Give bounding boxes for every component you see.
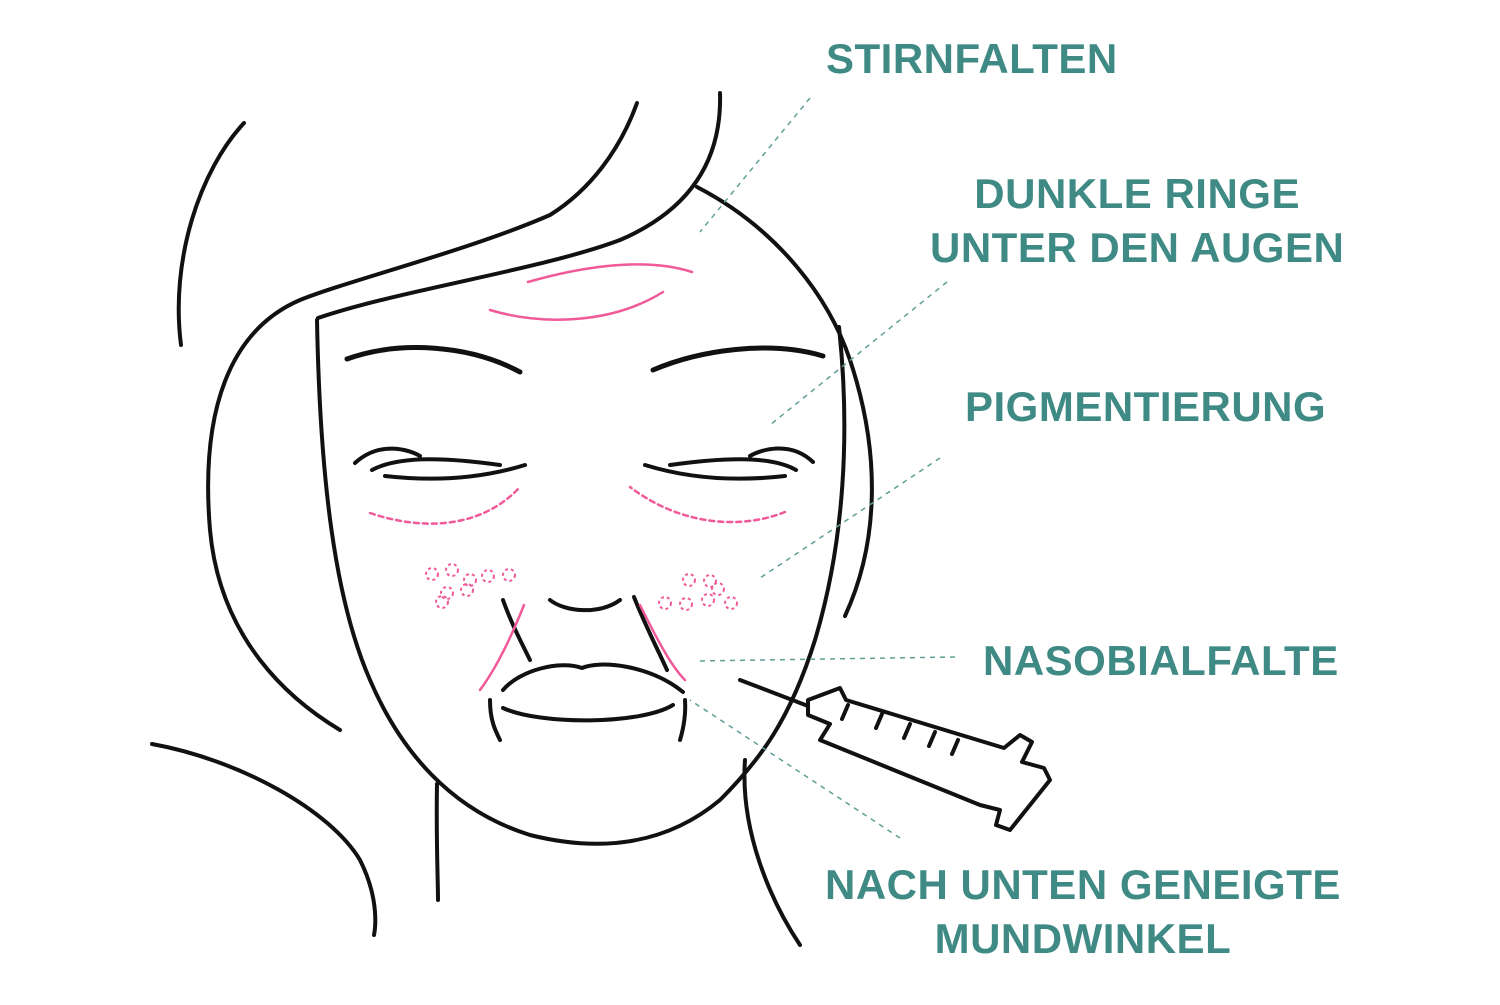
pigment-dot: [502, 568, 516, 582]
pigment-dot: [481, 569, 495, 583]
pigment-dot: [440, 586, 454, 600]
pigment-dot: [701, 593, 715, 607]
chin-wrinkle-right: [678, 698, 688, 742]
pigment-dot: [679, 597, 693, 611]
label-stirnfalten-line-1: STIRNFALTEN: [826, 35, 1118, 82]
syringe-mark: [927, 730, 937, 748]
leader-line: [696, 656, 956, 662]
pigment-dot: [463, 573, 477, 587]
right-cheek-line: [315, 318, 847, 846]
pigment-dot: [711, 582, 725, 596]
leader-line: [769, 281, 948, 426]
chin-wrinkle-left: [488, 698, 502, 742]
label-nasobialfalte: NASOBIALFALTE: [983, 634, 1339, 688]
pigment-dot: [460, 583, 474, 597]
forehead-wrinkle-bottom: [488, 290, 665, 321]
syringe-barrel: [806, 686, 1052, 832]
pigment-dot: [435, 595, 449, 609]
syringe-mark: [902, 722, 912, 740]
eyebrow-left: [344, 345, 523, 375]
pigment-dot: [425, 567, 439, 581]
pigment-dot: [682, 573, 696, 587]
label-dunkle-ringe-line-1: DUNKLE RINGE: [974, 170, 1300, 217]
label-dunkle-ringe-line-2: UNTER DEN AUGEN: [930, 224, 1345, 271]
eye-left-lid: [370, 457, 502, 472]
syringe-needle: [738, 678, 810, 708]
hair-top-line: [206, 101, 639, 732]
label-mundwinkel-line-2: MUNDWINKEL: [934, 915, 1232, 962]
eye-right-lower: [643, 463, 787, 481]
neck-left: [434, 782, 440, 902]
eye-left-lower: [383, 463, 527, 481]
leader-line: [689, 699, 901, 839]
pigment-dot: [703, 574, 717, 588]
eyebrow-right: [650, 345, 826, 373]
mouth-corner-right: [632, 595, 669, 672]
dark-circle-left: [368, 485, 522, 525]
hair-right-sweep: [316, 91, 723, 320]
eye-right-upper: [748, 446, 815, 464]
eye-right-lid: [668, 457, 798, 472]
label-stirnfalten: STIRNFALTEN: [826, 32, 1118, 86]
label-dunkle-ringe: DUNKLE RINGE UNTER DEN AUGEN: [930, 167, 1344, 275]
leader-line: [699, 97, 811, 233]
pigment-dot: [724, 596, 738, 610]
dark-circle-right: [628, 485, 787, 524]
pigment-dot: [445, 563, 459, 577]
label-mundwinkel: NACH UNTEN GENEIGTE MUNDWINKEL: [825, 858, 1341, 966]
neck-right: [742, 758, 802, 947]
lower-lip: [501, 703, 675, 723]
label-nasobialfalte-line-1: NASOBIALFALTE: [983, 637, 1339, 684]
syringe-mark: [874, 712, 884, 730]
label-pigmentierung-line-1: PIGMENTIERUNG: [965, 383, 1327, 430]
leader-line: [759, 457, 941, 579]
mouth-corner-left: [501, 598, 532, 662]
label-mundwinkel-line-1: NACH UNTEN GENEIGTE: [825, 861, 1341, 908]
pigment-dot: [658, 596, 672, 610]
syringe-mark: [840, 703, 850, 721]
syringe-icon: [738, 678, 1052, 832]
hair-lower-left: [150, 742, 378, 937]
upper-lip: [501, 662, 685, 694]
nasolabial-line-left: [478, 603, 526, 692]
hair-strand-left: [176, 121, 246, 347]
syringe-mark: [950, 738, 960, 756]
eye-left-upper: [353, 446, 422, 465]
nasolabial-line-right: [638, 603, 687, 682]
nose: [548, 598, 622, 613]
forehead-wrinkle-top: [526, 263, 694, 284]
label-pigmentierung: PIGMENTIERUNG: [965, 380, 1326, 434]
